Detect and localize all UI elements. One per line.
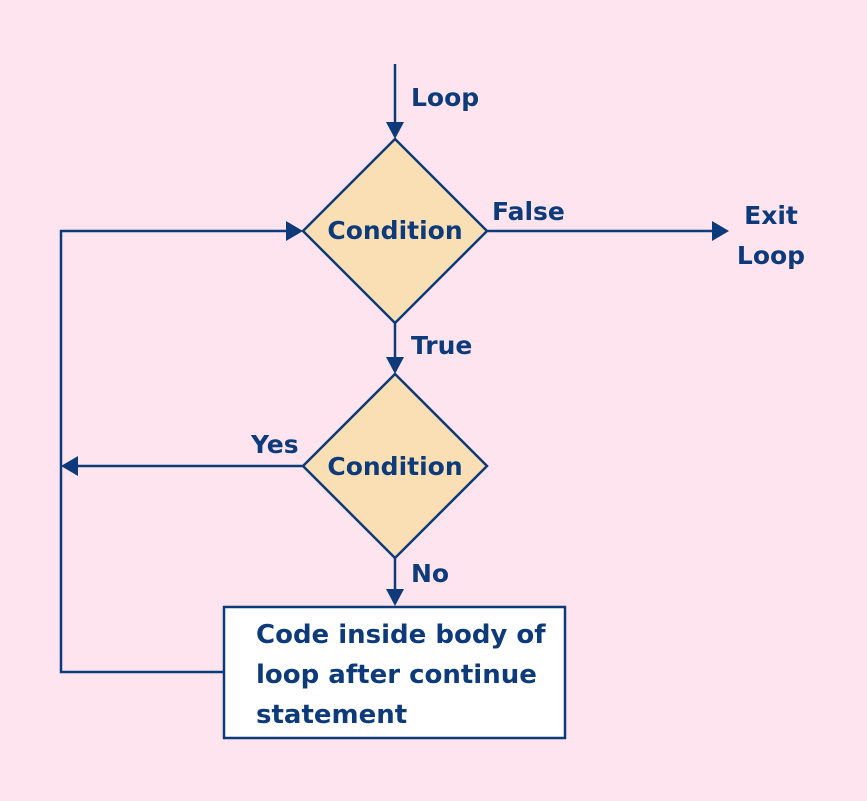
loop-back-arrowhead bbox=[286, 221, 303, 241]
exit-label-line2: Loop bbox=[736, 241, 806, 270]
true-branch-arrowhead bbox=[386, 357, 404, 374]
body-box-line1: Code inside body of bbox=[256, 620, 546, 650]
yes-branch-arrowhead bbox=[61, 456, 78, 476]
body-box-line3: statement bbox=[256, 700, 408, 730]
loop-back-line bbox=[59, 229, 288, 674]
body-box bbox=[222, 605, 567, 740]
condition-1-label: Condition bbox=[327, 216, 463, 245]
exit-loop-label: Exit Loop bbox=[721, 196, 821, 276]
exit-label-line1: Exit bbox=[744, 201, 798, 230]
condition-2-label: Condition bbox=[327, 452, 463, 481]
no-branch-arrowhead bbox=[386, 589, 404, 606]
false-branch-arrowhead bbox=[712, 221, 729, 241]
no-label: No bbox=[411, 559, 450, 588]
true-label: True bbox=[411, 331, 473, 360]
yes-label: Yes bbox=[251, 430, 299, 459]
body-box-text: Code inside body of loop after continue … bbox=[224, 607, 565, 738]
entry-arrowhead bbox=[386, 122, 404, 139]
false-label: False bbox=[492, 197, 565, 226]
entry-loop-label: Loop bbox=[411, 83, 480, 112]
body-box-line2: loop after continue bbox=[256, 660, 537, 690]
